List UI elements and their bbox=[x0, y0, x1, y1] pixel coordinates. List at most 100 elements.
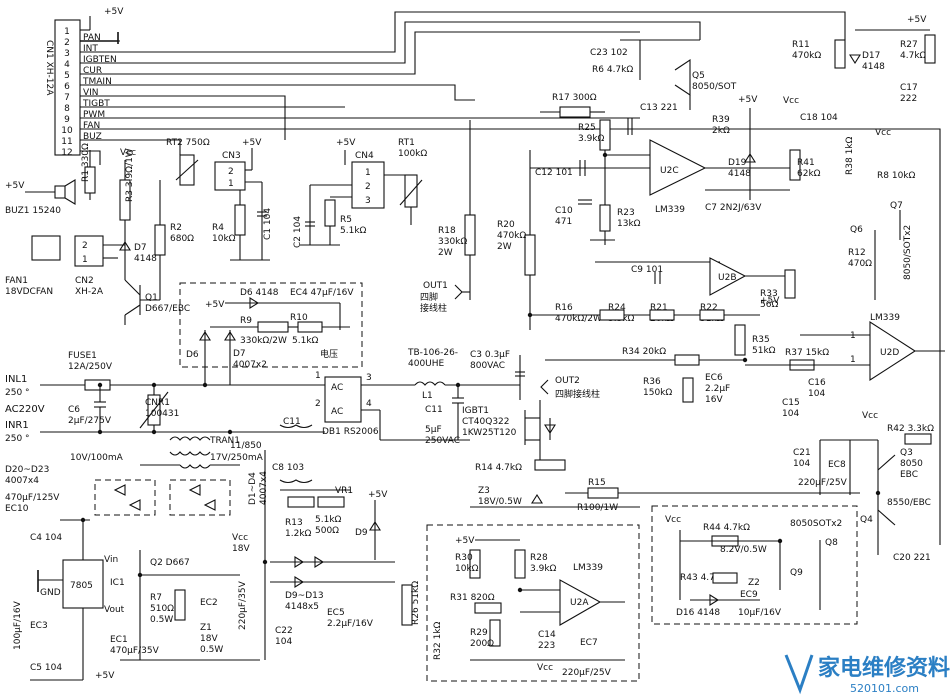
ec2v-label: 220μF/35V bbox=[238, 580, 248, 630]
ec8v-label: 220μF/25V bbox=[798, 478, 848, 488]
plus5v-ic1: +5V bbox=[95, 671, 115, 681]
r9-label: R9 bbox=[240, 316, 252, 326]
u2d-section: U2D LM339 1 1 bbox=[800, 313, 945, 382]
vcc-r8: Vcc bbox=[875, 128, 891, 138]
r3-label: R3 3.9Ω/1W bbox=[125, 148, 135, 202]
cn1-signal-pan: PAN bbox=[83, 33, 101, 43]
c11-label: C11 bbox=[425, 405, 443, 415]
q7-label: Q7 bbox=[890, 201, 903, 211]
r6-label: R6 4.7kΩ bbox=[592, 65, 633, 75]
cn1-pin-8: 8 bbox=[64, 104, 70, 114]
r32-label: R32 1kΩ bbox=[433, 621, 443, 660]
c7-label: C7 2N2J/63V bbox=[705, 203, 762, 213]
c9-label: C9 101 bbox=[631, 265, 663, 275]
watermark-text: 家电维修资料网 bbox=[818, 655, 951, 681]
cn3-label: CN3 bbox=[222, 151, 241, 161]
ic1-label: IC1 bbox=[110, 578, 125, 588]
out2-label: OUT2 bbox=[555, 376, 580, 386]
cn2-pin2: 2 bbox=[82, 241, 88, 251]
c11-top-label: C11 bbox=[283, 417, 301, 427]
ec7-label: EC7 bbox=[580, 638, 598, 648]
vcc-r44: Vcc bbox=[665, 515, 681, 525]
q8v-label: 8050SOTx2 bbox=[790, 519, 842, 529]
ec8-label: EC8 bbox=[828, 460, 846, 470]
inl1-deg: 250 ° bbox=[5, 388, 30, 398]
db1-pin2: 2 bbox=[315, 399, 321, 409]
cn1-signal-tigbt: TIGBT bbox=[82, 99, 110, 109]
cn1-signal-vin: VIN bbox=[83, 88, 99, 98]
cn1-pin-11: 11 bbox=[61, 137, 72, 147]
cn1-supply: +5V bbox=[104, 7, 124, 17]
r31-label: R31 820Ω bbox=[450, 593, 495, 603]
ac220-label: AC220V bbox=[5, 404, 45, 415]
c23-label: C23 102 bbox=[590, 48, 628, 58]
cn1-ref: CN1 XH-12A bbox=[44, 40, 54, 96]
u2a-label: U2A bbox=[570, 598, 589, 608]
vcc-r42: Vcc bbox=[862, 411, 878, 421]
lm339a-label: LM339 bbox=[655, 205, 685, 215]
ic1-text: 7805 bbox=[70, 581, 93, 591]
cn1-pin-4: 4 bbox=[64, 60, 70, 70]
cn1-pin-3: 3 bbox=[64, 49, 70, 59]
r44-label: R44 4.7kΩ bbox=[703, 523, 750, 533]
tran1-label: TRAN1 bbox=[209, 436, 240, 446]
db1-pin4: 4 bbox=[366, 399, 372, 409]
out1-label: OUT1 bbox=[423, 281, 448, 291]
signal-bus bbox=[80, 11, 941, 545]
q8-label: Q8 bbox=[825, 538, 838, 548]
out1-desc: 四脚接线柱 bbox=[420, 292, 447, 314]
plus5v-d9: +5V bbox=[368, 490, 388, 500]
d6b-label: D6 bbox=[186, 350, 199, 360]
cn1-pin-12: 12 bbox=[61, 148, 72, 158]
c1-label: C1 104 bbox=[263, 208, 273, 240]
c5-label: C5 104 bbox=[30, 663, 62, 673]
cn1-signal-cur: CUR bbox=[83, 66, 102, 76]
cn1-pin-7: 7 bbox=[64, 93, 70, 103]
r42-label: R42 3.3kΩ bbox=[887, 424, 934, 434]
cn1-signal-int: INT bbox=[83, 44, 98, 54]
c18-label: C18 104 bbox=[800, 113, 838, 123]
cn1-pin-5: 5 bbox=[64, 71, 70, 81]
r15v-label: R100/1W bbox=[577, 503, 618, 513]
ec9-label: EC9 bbox=[740, 590, 758, 600]
d16-label: D16 4148 bbox=[676, 608, 720, 618]
db1-ac2: AC bbox=[331, 407, 343, 417]
vout-label: Vout bbox=[104, 605, 125, 615]
vcc-r41: Vcc bbox=[783, 96, 799, 106]
c20-label: C20 221 bbox=[893, 553, 931, 563]
watermark-logo-icon bbox=[784, 654, 814, 695]
c8-label: C8 103 bbox=[272, 463, 304, 473]
cn1-pin-10: 10 bbox=[61, 126, 73, 136]
db1-pin3: 3 bbox=[366, 373, 372, 383]
